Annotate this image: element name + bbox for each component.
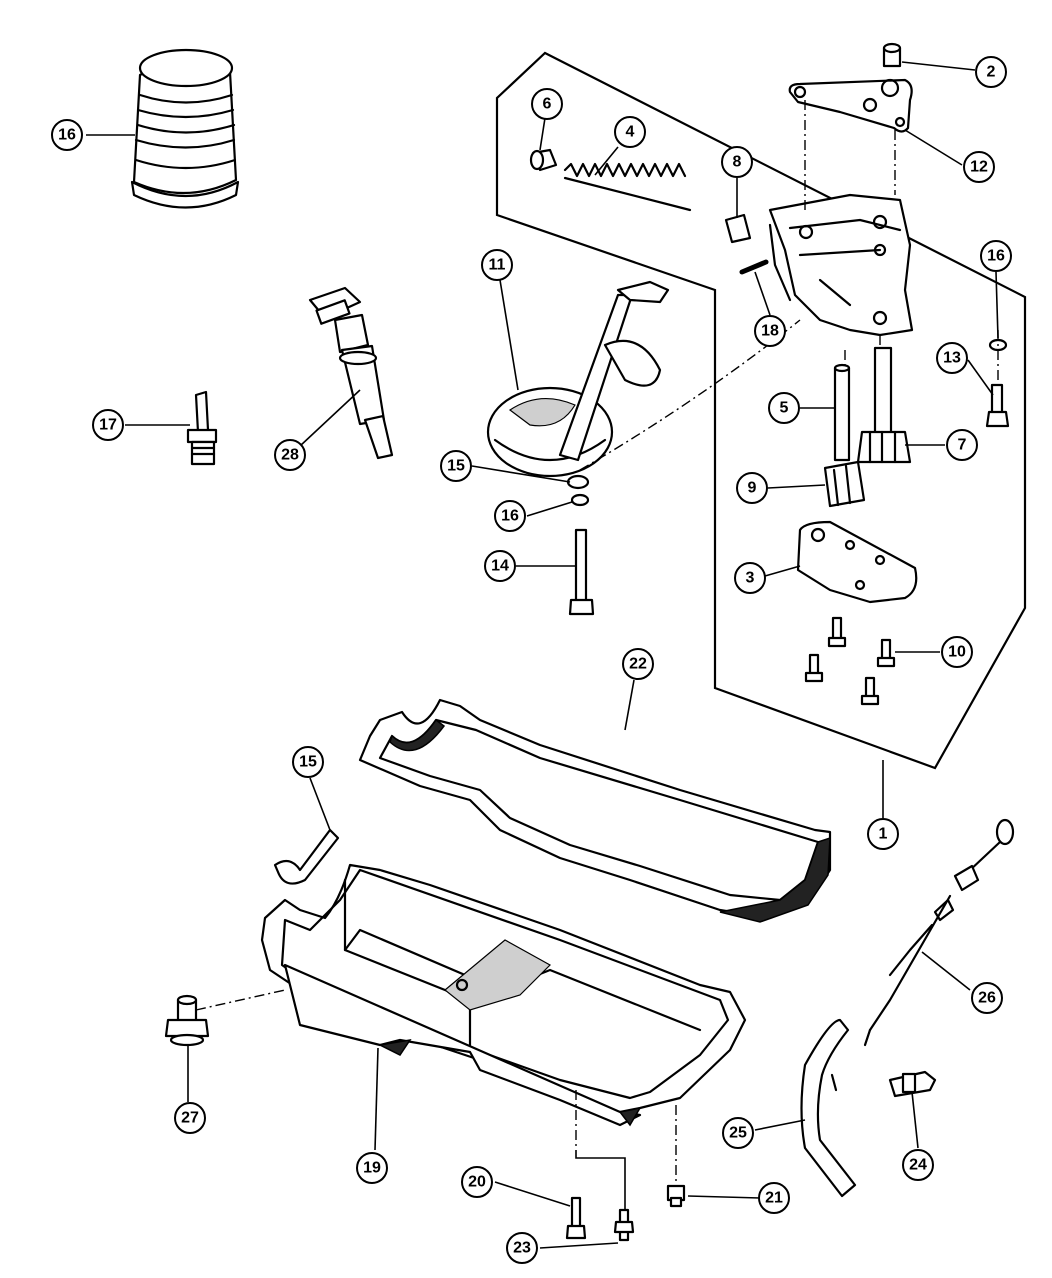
oil-drain-plug — [164, 994, 210, 1047]
drain-plug-centerline — [195, 989, 286, 1011]
callout-25: 25 — [722, 1117, 754, 1149]
svg-text:13: 13 — [943, 350, 961, 367]
svg-text:9: 9 — [748, 480, 757, 497]
svg-text:6: 6 — [543, 96, 552, 113]
pump-cover-bolt — [882, 42, 902, 68]
callout-13: 13 — [936, 342, 968, 374]
dipstick-tube-fitting — [888, 1070, 937, 1098]
svg-text:14: 14 — [491, 558, 509, 575]
svg-text:28: 28 — [281, 447, 299, 464]
pickup-to-pump-centerline — [579, 319, 801, 471]
callout-15-clip: 15 — [292, 746, 324, 778]
oil-dipstick — [863, 818, 1015, 1047]
oil-pump-assembly-box — [495, 51, 1027, 770]
drive-gear-shaft — [856, 346, 912, 464]
svg-text:27: 27 — [181, 1110, 199, 1127]
svg-text:23: 23 — [513, 1240, 531, 1257]
svg-text:5: 5 — [780, 400, 789, 417]
svg-text:12: 12 — [970, 159, 988, 176]
oil-pump-body — [724, 193, 914, 337]
callout-18: 18 — [754, 315, 786, 347]
svg-text:7: 7 — [958, 437, 967, 454]
svg-text:10: 10 — [948, 644, 966, 661]
pump-cover-plate — [796, 520, 918, 604]
callout-26: 26 — [971, 982, 1003, 1014]
svg-text:16: 16 — [58, 127, 76, 144]
svg-text:19: 19 — [363, 1160, 381, 1177]
callout-19: 19 — [356, 1152, 388, 1184]
callout-28: 28 — [274, 439, 306, 471]
svg-text:26: 26 — [978, 990, 996, 1007]
callout-17: 17 — [92, 409, 124, 441]
callout-21: 21 — [758, 1182, 790, 1214]
svg-text:3: 3 — [746, 570, 755, 587]
callout-2: 2 — [975, 56, 1007, 88]
svg-text:17: 17 — [99, 417, 117, 434]
oil-fitting — [186, 390, 218, 466]
pump-mount-bolt — [985, 338, 1010, 428]
pump-cover-gasket — [788, 78, 913, 133]
pan-bolts — [565, 1184, 686, 1242]
callout-16-filter: 16 — [51, 119, 83, 151]
cover-bolts — [804, 616, 896, 706]
svg-text:4: 4 — [626, 124, 635, 141]
callout-20: 20 — [461, 1166, 493, 1198]
callout-15-pickup: 15 — [440, 450, 472, 482]
svg-text:22: 22 — [629, 656, 647, 673]
callout-7: 7 — [946, 429, 978, 461]
callout-12: 12 — [963, 151, 995, 183]
svg-text:21: 21 — [765, 1190, 783, 1207]
svg-text:25: 25 — [729, 1125, 747, 1142]
oil-pan — [260, 863, 747, 1127]
pickup-washers — [566, 474, 590, 507]
svg-text:1: 1 — [879, 826, 888, 843]
svg-text:15: 15 — [299, 754, 317, 771]
gasket-clip — [273, 828, 340, 885]
svg-text:16: 16 — [987, 248, 1005, 265]
idler-gear — [823, 460, 866, 508]
callout-9: 9 — [736, 472, 768, 504]
oil-pickup-screen — [486, 280, 670, 478]
svg-text:18: 18 — [761, 323, 779, 340]
callout-6: 6 — [531, 88, 563, 120]
oil-filter — [130, 48, 240, 209]
callout-10: 10 — [941, 636, 973, 668]
callout-4: 4 — [614, 116, 646, 148]
callout-23: 23 — [506, 1232, 538, 1264]
oil-pan-gasket — [358, 698, 832, 923]
callout-24: 24 — [902, 1149, 934, 1181]
svg-text:24: 24 — [909, 1157, 927, 1174]
svg-text:15: 15 — [447, 458, 465, 475]
callout-8: 8 — [721, 146, 753, 178]
callout-11: 11 — [481, 249, 513, 281]
callout-16-washer-right: 16 — [980, 240, 1012, 272]
callout-16-washer-center: 16 — [494, 500, 526, 532]
svg-text:20: 20 — [468, 1174, 486, 1191]
svg-text:2: 2 — [987, 64, 996, 81]
pickup-bolt — [568, 528, 595, 616]
leader-lines — [86, 61, 999, 1249]
callout-3: 3 — [734, 562, 766, 594]
callout-5: 5 — [768, 392, 800, 424]
svg-text:16: 16 — [501, 508, 519, 525]
callout-1: 1 — [867, 818, 899, 850]
idler-shaft — [833, 363, 851, 462]
relief-valve-spring — [563, 162, 692, 212]
callout-27: 27 — [174, 1102, 206, 1134]
svg-text:8: 8 — [733, 154, 742, 171]
oil-pressure-sensor — [308, 286, 394, 460]
callout-14: 14 — [484, 550, 516, 582]
svg-text:11: 11 — [489, 257, 506, 274]
dipstick-tube — [800, 1018, 857, 1198]
callout-22: 22 — [622, 648, 654, 680]
relief-valve-cap — [529, 148, 558, 172]
